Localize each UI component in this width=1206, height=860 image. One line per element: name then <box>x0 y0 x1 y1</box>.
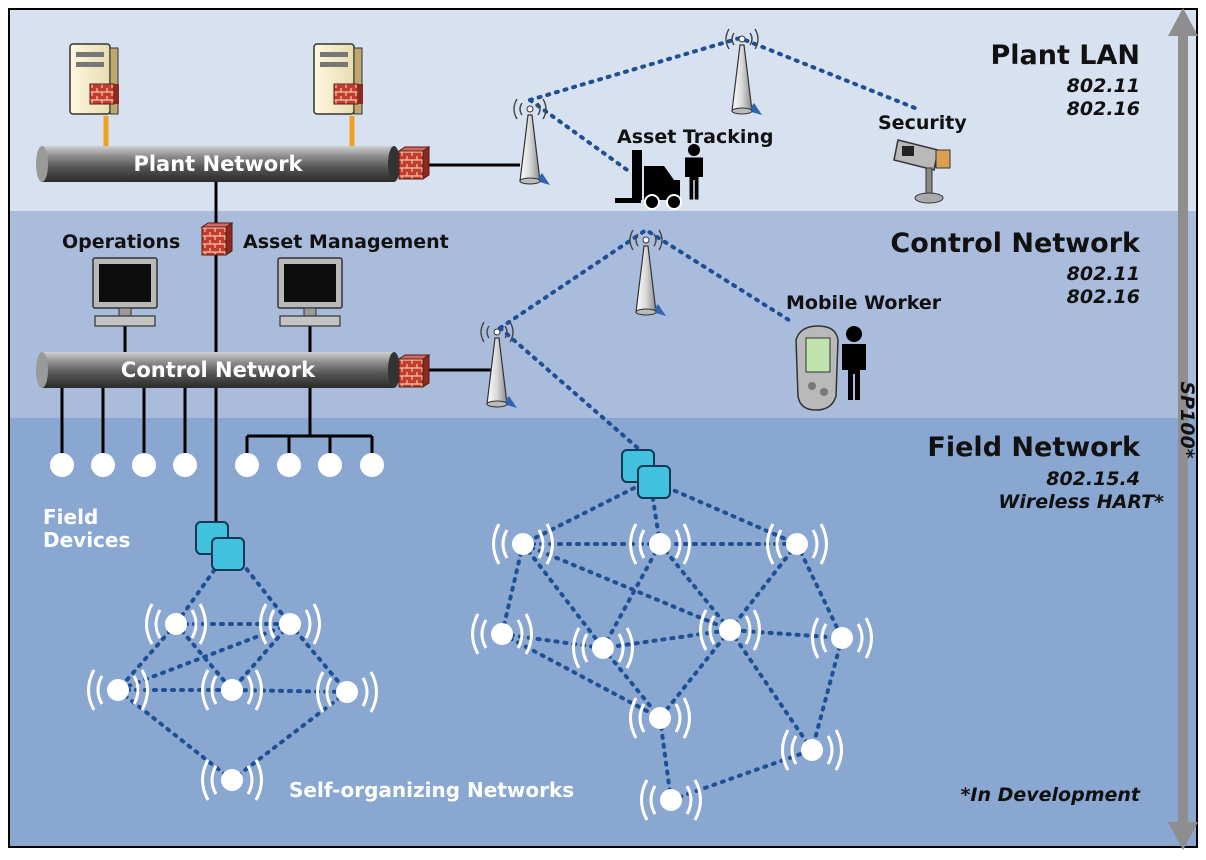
diagram-border <box>8 8 1198 848</box>
firewall-icon <box>398 146 430 180</box>
operations-label: Operations <box>62 231 180 253</box>
plant-lan-standard: 802.16 <box>1067 98 1140 120</box>
field-device <box>318 453 342 477</box>
field-device <box>360 453 384 477</box>
in-development-note: *In Development <box>960 784 1140 806</box>
field-network-title: Field Network <box>927 432 1141 463</box>
field-devices-label: Devices <box>43 528 130 552</box>
firewall-icon <box>201 222 233 256</box>
field-network-standard: Wireless HART* <box>998 491 1164 513</box>
self-organizing-label: Self-organizing Networks <box>289 778 574 802</box>
server-icon <box>69 43 120 115</box>
field-device <box>235 453 259 477</box>
mobile-worker-label: Mobile Worker <box>786 292 942 314</box>
field-devices <box>50 453 384 477</box>
security-camera-icon <box>893 139 951 204</box>
handheld-icon <box>795 325 839 411</box>
control-network-standard: 802.11 <box>1067 263 1140 285</box>
control-network-label: Control Network <box>121 358 316 382</box>
field-device <box>277 453 301 477</box>
field-devices-label: Field <box>43 505 98 529</box>
monitor-icon <box>92 257 158 327</box>
monitor-icon <box>277 257 343 327</box>
field-device <box>50 453 74 477</box>
asset-tracking-label: Asset Tracking <box>617 126 774 148</box>
field-device <box>91 453 115 477</box>
asset-management-label: Asset Management <box>243 231 449 253</box>
control-network-standard: 802.16 <box>1067 286 1140 308</box>
server-icon <box>313 43 364 115</box>
sp100-label: SP100* <box>1176 381 1198 458</box>
forklift-icon <box>615 150 682 210</box>
field-network-standard: 802.15.4 <box>1046 468 1140 490</box>
plant-lan-title: Plant LAN <box>991 40 1141 71</box>
sp100-arrow <box>1168 8 1198 850</box>
plant-network-label: Plant Network <box>133 152 303 176</box>
field-network-band <box>9 418 1197 847</box>
security-label: Security <box>878 112 967 134</box>
plant-network-pipe <box>36 146 400 182</box>
plant-lan-standard: 802.11 <box>1067 75 1140 97</box>
field-device <box>132 453 156 477</box>
firewall-icon <box>398 354 430 388</box>
field-device <box>173 453 197 477</box>
control-network-pipe <box>36 352 400 388</box>
control-network-title: Control Network <box>890 228 1141 259</box>
